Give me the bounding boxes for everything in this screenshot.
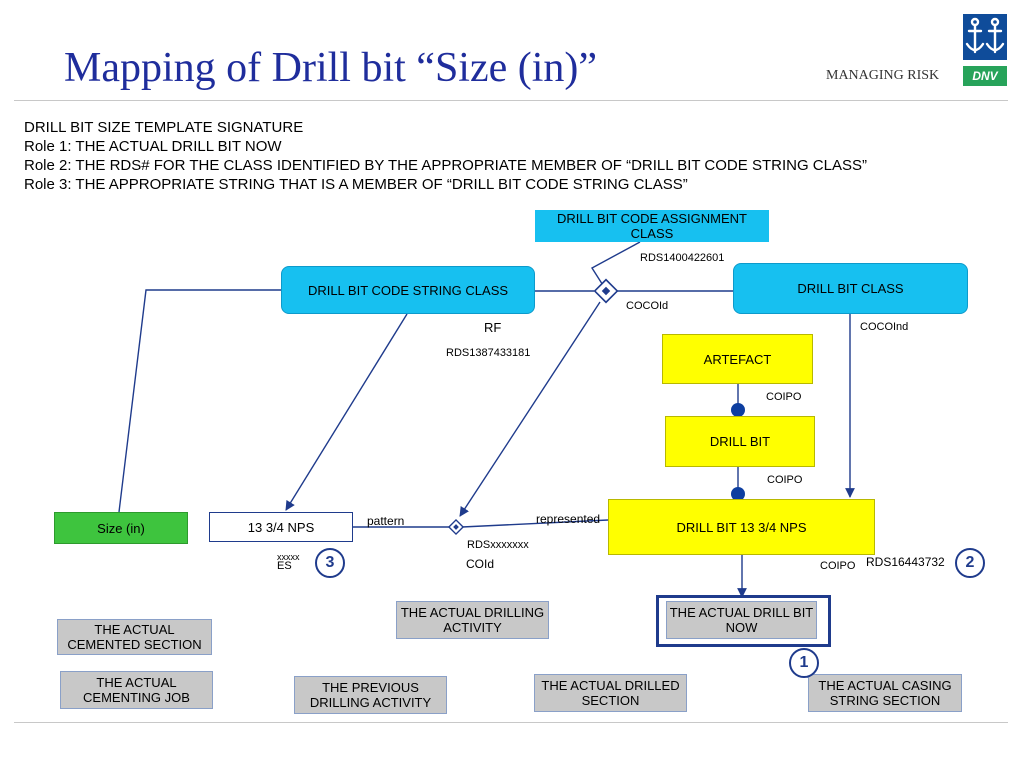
role-1-highlight-frame: [656, 595, 831, 647]
link-pattern-represented: [461, 519, 609, 528]
managing-risk-tagline: MANAGING RISK: [826, 68, 940, 83]
relation-diamond-small: [447, 518, 465, 536]
footer-divider: [14, 722, 1008, 723]
rds-assignment-label: RDS1400422601: [640, 252, 725, 264]
coipo-dot-2: [731, 487, 745, 501]
intro-line-heading: DRILL BIT SIZE TEMPLATE SIGNATURE: [24, 119, 304, 136]
link-string-class-nps: [285, 313, 408, 511]
relation-diamond-large: [593, 278, 619, 304]
rds-drill-bit-13-label: RDS16443732: [866, 555, 945, 569]
artefact-box: ARTEFACT: [662, 334, 813, 384]
intro-line-role-1: Role 1: THE ACTUAL DRILL BIT NOW: [24, 138, 282, 155]
drill-bit-class-box: DRILL BIT CLASS: [733, 263, 968, 314]
es-label: ES: [277, 560, 292, 572]
pattern-label: pattern: [367, 514, 405, 528]
link-string-class-size: [118, 289, 281, 513]
coipo-label-2: COIPO: [767, 474, 803, 486]
intro-line-role-2: Role 2: THE RDS# FOR THE CLASS IDENTIFIE…: [24, 157, 867, 174]
template-signature-text: DRILL BIT SIZE TEMPLATE SIGNATURE Role 1…: [24, 118, 867, 194]
xxxxx-label: xxxxx: [277, 552, 300, 562]
intro-line-role-3: Role 3: THE APPROPRIATE STRING THAT IS A…: [24, 176, 688, 193]
rds-x-label: RDSxxxxxxx: [467, 539, 529, 551]
drill-bit-code-assignment-class-box: DRILL BIT CODE ASSIGNMENT CLASS: [535, 210, 769, 242]
actual-drilling-activity-box: THE ACTUAL DRILLING ACTIVITY: [396, 601, 549, 639]
drill-bit-13-3-4-nps-box: DRILL BIT 13 3/4 NPS: [608, 499, 875, 555]
actual-cemented-section-box: THE ACTUAL CEMENTED SECTION: [57, 619, 212, 655]
header-divider: [14, 100, 1008, 101]
role-2-marker: 2: [955, 548, 985, 578]
role-3-marker: 3: [315, 548, 345, 578]
slide-title: Mapping of Drill bit “Size (in)”: [64, 45, 598, 91]
size-in-box: Size (in): [54, 512, 188, 544]
previous-drilling-activity-box: THE PREVIOUS DRILLING ACTIVITY: [294, 676, 447, 714]
actual-drilled-section-box: THE ACTUAL DRILLED SECTION: [534, 674, 687, 712]
coid-label: COId: [466, 557, 495, 571]
role-1-marker: 1: [789, 648, 819, 678]
assignment-callout-line: [591, 241, 641, 291]
coipo-label-3: COIPO: [820, 560, 856, 572]
coipo-dot-1: [731, 403, 745, 417]
cocoind-label: COCOInd: [860, 321, 909, 333]
drill-bit-code-string-class-box: DRILL BIT CODE STRING CLASS: [281, 266, 535, 314]
actual-drill-bit-now-box: THE ACTUAL DRILL BIT NOW: [666, 601, 817, 639]
coipo-label-1: COIPO: [766, 391, 802, 403]
actual-casing-string-section-box: THE ACTUAL CASING STRING SECTION: [808, 674, 962, 712]
represented-label: represented: [536, 512, 601, 526]
actual-cementing-job-box: THE ACTUAL CEMENTING JOB: [60, 671, 213, 709]
cocoid-label: COCOId: [626, 300, 669, 312]
rds-string-class-label: RDS1387433181: [446, 347, 531, 359]
dnv-wordmark: DNV: [963, 66, 1007, 86]
drill-bit-box: DRILL BIT: [665, 416, 815, 467]
link-diamond-pattern: [459, 301, 601, 517]
dnv-logo-icon: [963, 14, 1007, 60]
rf-label: RF: [484, 320, 502, 335]
nps-string-box: 13 3/4 NPS: [209, 512, 353, 542]
